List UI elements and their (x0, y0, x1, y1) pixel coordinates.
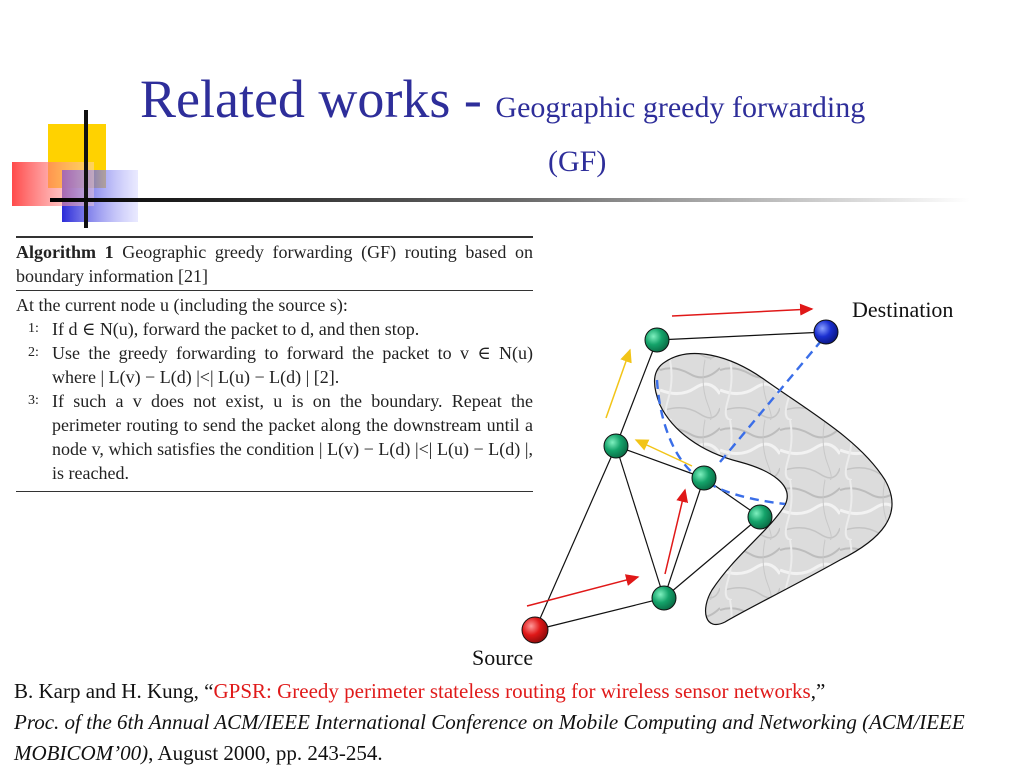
reference-venue: Proc. of the 6th Annual ACM/IEEE Interna… (14, 710, 965, 765)
step-text: Use the greedy forwarding to forward the… (52, 343, 533, 387)
corner-decoration (12, 110, 970, 228)
title-subtitle: Geographic greedy forwarding (495, 91, 866, 124)
algorithm-bottom-rule (16, 491, 533, 492)
algorithm-intro: At the current node u (including the sou… (16, 295, 348, 315)
step-number: 2: (28, 345, 39, 360)
title-subtitle-line2: (GF) (548, 145, 607, 178)
algorithm-label: Algorithm 1 (16, 242, 114, 262)
algorithm-step: 3: If such a v does not exist, u is on t… (16, 389, 533, 485)
algorithm-header: Algorithm 1 Geographic greedy forwarding… (16, 238, 533, 288)
reference-details: , August 2000, pp. 243-254. (148, 741, 383, 765)
node-a (644, 327, 670, 353)
node-c (691, 465, 717, 491)
reference-citation: B. Karp and H. Kung, “GPSR: Greedy perim… (14, 676, 1014, 769)
arrow-source-to-node (526, 574, 640, 607)
algorithm-caption: Geographic greedy forwarding (GF) routin… (16, 242, 533, 286)
title-main: Related works - (140, 69, 496, 129)
source-label: Source (472, 645, 534, 670)
step-number: 3: (28, 393, 39, 408)
dashed-route (655, 379, 786, 506)
step-number: 1: (28, 321, 39, 336)
destination-node (813, 319, 839, 345)
algorithm-top-rule (16, 236, 533, 238)
reference-authors: B. Karp and H. Kung, “ (14, 679, 214, 703)
arrow-up-to-node (664, 488, 689, 575)
algorithm-step: 1: If d ∈ N(u), forward the packet to d,… (16, 317, 533, 341)
step-text: If such a v does not exist, u is on the … (52, 391, 533, 483)
algorithm-box: Algorithm 1 Geographic greedy forwarding… (16, 236, 533, 492)
node-d (747, 504, 773, 530)
reference-after-title: ,” (810, 679, 826, 703)
source-node (521, 616, 549, 644)
reference-paper-title: GPSR: Greedy perimeter stateless routing… (213, 679, 811, 703)
step-text: If d ∈ N(u), forward the packet to d, an… (52, 319, 420, 339)
arrow-to-destination (671, 303, 814, 317)
arrow-up-left (605, 348, 632, 419)
node-e (651, 585, 677, 611)
destination-label: Destination (852, 297, 954, 322)
dashed-route-direct (719, 334, 827, 463)
node-b (603, 433, 629, 459)
obstacle-region (654, 352, 893, 625)
arrow-boundary-left (634, 439, 693, 467)
algorithm-step: 2: Use the greedy forwarding to forward … (16, 341, 533, 389)
algorithm-mid-rule (16, 290, 533, 291)
slide-title: Related works - Geographic greedy forwar… (140, 72, 865, 126)
